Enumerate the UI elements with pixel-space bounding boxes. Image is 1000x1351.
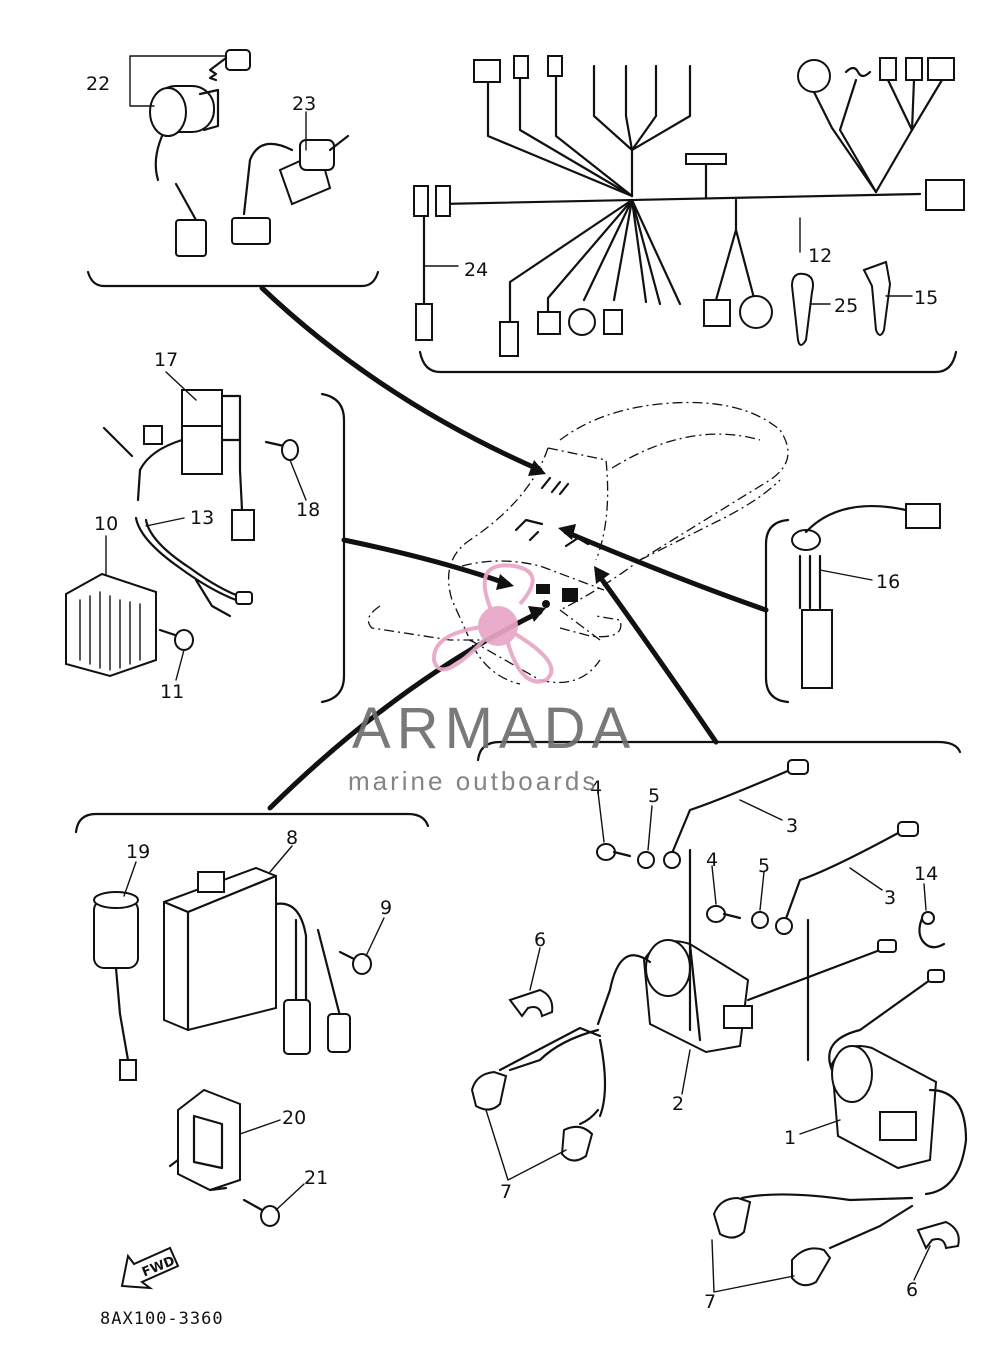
callout-16: 16: [876, 571, 900, 593]
callout-24: 24: [464, 259, 488, 281]
callout-4-lower: 4: [706, 849, 718, 871]
item-24-sub-harness: [413, 185, 451, 341]
item-11-screw: [158, 628, 194, 651]
callout-7-upper: 7: [500, 1181, 512, 1203]
item-9-screw: [338, 950, 372, 975]
callout-5-upper: 5: [648, 785, 660, 807]
callout-5-lower: 5: [758, 855, 770, 877]
item-16-sensor: [791, 503, 941, 689]
item-22-main-switch: [149, 49, 251, 257]
callout-1: 1: [784, 1127, 796, 1149]
callout-25: 25: [834, 295, 858, 317]
snowmobile-outline: [367, 401, 789, 685]
item-2-ignition-coil: [508, 848, 897, 1118]
item-21-bolt: [242, 1198, 280, 1227]
item-1-ignition-coil: [828, 969, 968, 1196]
callout-3-upper: 3: [786, 815, 798, 837]
callout-13: 13: [190, 507, 214, 529]
item-7-plug-caps-upper: [470, 1026, 602, 1162]
callout-22: 22: [86, 73, 110, 95]
item-12-wire-harness: [438, 55, 965, 357]
item-6-cord-clamp-lower: [916, 1220, 960, 1250]
callout-19: 19: [126, 841, 150, 863]
item-4-bolt-lower: [706, 905, 742, 923]
callout-15: 15: [914, 287, 938, 309]
callout-leaders: [105, 55, 931, 1293]
item-7-plug-caps-lower: [712, 1193, 914, 1287]
callout-14: 14: [914, 863, 938, 885]
watermark-name: ARMADA: [352, 696, 636, 761]
item-5-washer-upper: [637, 851, 655, 869]
callout-20: 20: [282, 1107, 306, 1129]
callout-3-lower: 3: [884, 887, 896, 909]
watermark-tagline: marine outboards: [348, 766, 598, 796]
callout-numbers: 22 23 12 24 25 15 17 18 13 10 11 16 19 8…: [86, 73, 938, 1313]
item-17-relay: [102, 389, 255, 541]
callout-11: 11: [160, 681, 184, 703]
item-19-condenser: [93, 891, 139, 1081]
item-3-ground-lead-lower: [775, 821, 919, 935]
item-3-ground-lead-upper: [663, 759, 809, 869]
callout-4-upper: 4: [590, 777, 602, 799]
item-14-clamp: [918, 911, 946, 949]
callout-10: 10: [94, 513, 118, 535]
callout-17: 17: [154, 349, 178, 371]
diagram-code: 8AX100-3360: [100, 1309, 224, 1329]
callout-6-lower: 6: [906, 1279, 918, 1301]
callout-2: 2: [672, 1093, 684, 1115]
callout-12: 12: [808, 245, 832, 267]
callout-21: 21: [304, 1167, 328, 1189]
item-8-cdi-unit: [162, 866, 351, 1055]
callout-7-lower: 7: [704, 1291, 716, 1313]
callout-6-upper: 6: [534, 929, 546, 951]
item-6-cord-clamp-upper: [508, 988, 554, 1018]
item-23-toggle-switch: [231, 134, 350, 245]
item-5-washer-lower: [751, 911, 769, 929]
item-18-bolt: [264, 439, 299, 461]
armada-watermark: ARMADA marine outboards: [348, 563, 636, 796]
item-10-regulator: [65, 572, 157, 678]
fwd-arrow-icon: FWD: [120, 1246, 180, 1290]
item-25-clip: [790, 272, 814, 346]
callout-9: 9: [380, 897, 392, 919]
callout-8: 8: [286, 827, 298, 849]
item-15-clip: [862, 260, 892, 336]
item-13-lead-wire: [134, 516, 253, 618]
item-20-rectifier: [168, 1088, 241, 1192]
item-4-bolt-upper: [596, 843, 632, 861]
group-brackets: [74, 270, 962, 834]
callout-23: 23: [292, 93, 316, 115]
propeller-logo-icon: [431, 563, 554, 684]
callout-18: 18: [296, 499, 320, 521]
